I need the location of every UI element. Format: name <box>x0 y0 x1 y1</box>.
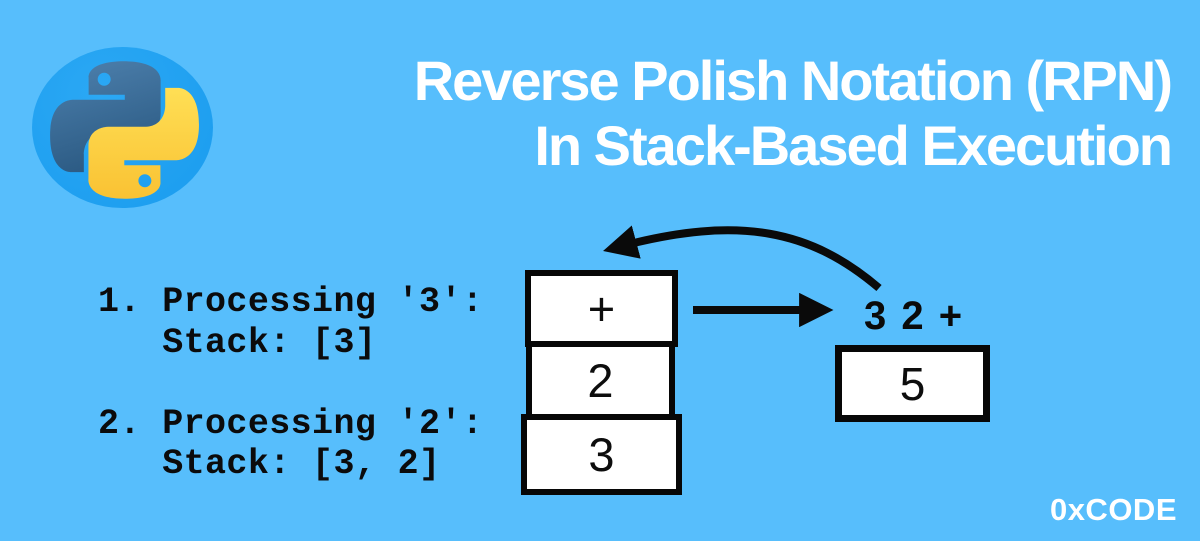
processing-steps: 1. Processing '3': Stack: [3] 2. Process… <box>98 282 484 484</box>
stack-cell-operator: + <box>525 270 678 347</box>
python-logo-icon <box>50 61 199 199</box>
rpn-expression: 3 2 + <box>864 294 965 338</box>
brand-watermark: 0xCODE <box>1049 492 1177 527</box>
result-box: 5 <box>835 345 990 422</box>
stack-cell-3: 3 <box>521 414 682 495</box>
python-snake-blue <box>50 61 161 173</box>
title-line-1: Reverse Polish Notation (RPN) <box>413 49 1173 112</box>
title-line-2: In Stack-Based Execution <box>534 114 1173 177</box>
python-snake-yellow <box>88 87 199 199</box>
stack-cell-2: 2 <box>526 341 675 420</box>
result-value: 5 <box>899 357 926 410</box>
page-title: Reverse Polish Notation (RPN) In Stack-B… <box>413 48 1173 178</box>
